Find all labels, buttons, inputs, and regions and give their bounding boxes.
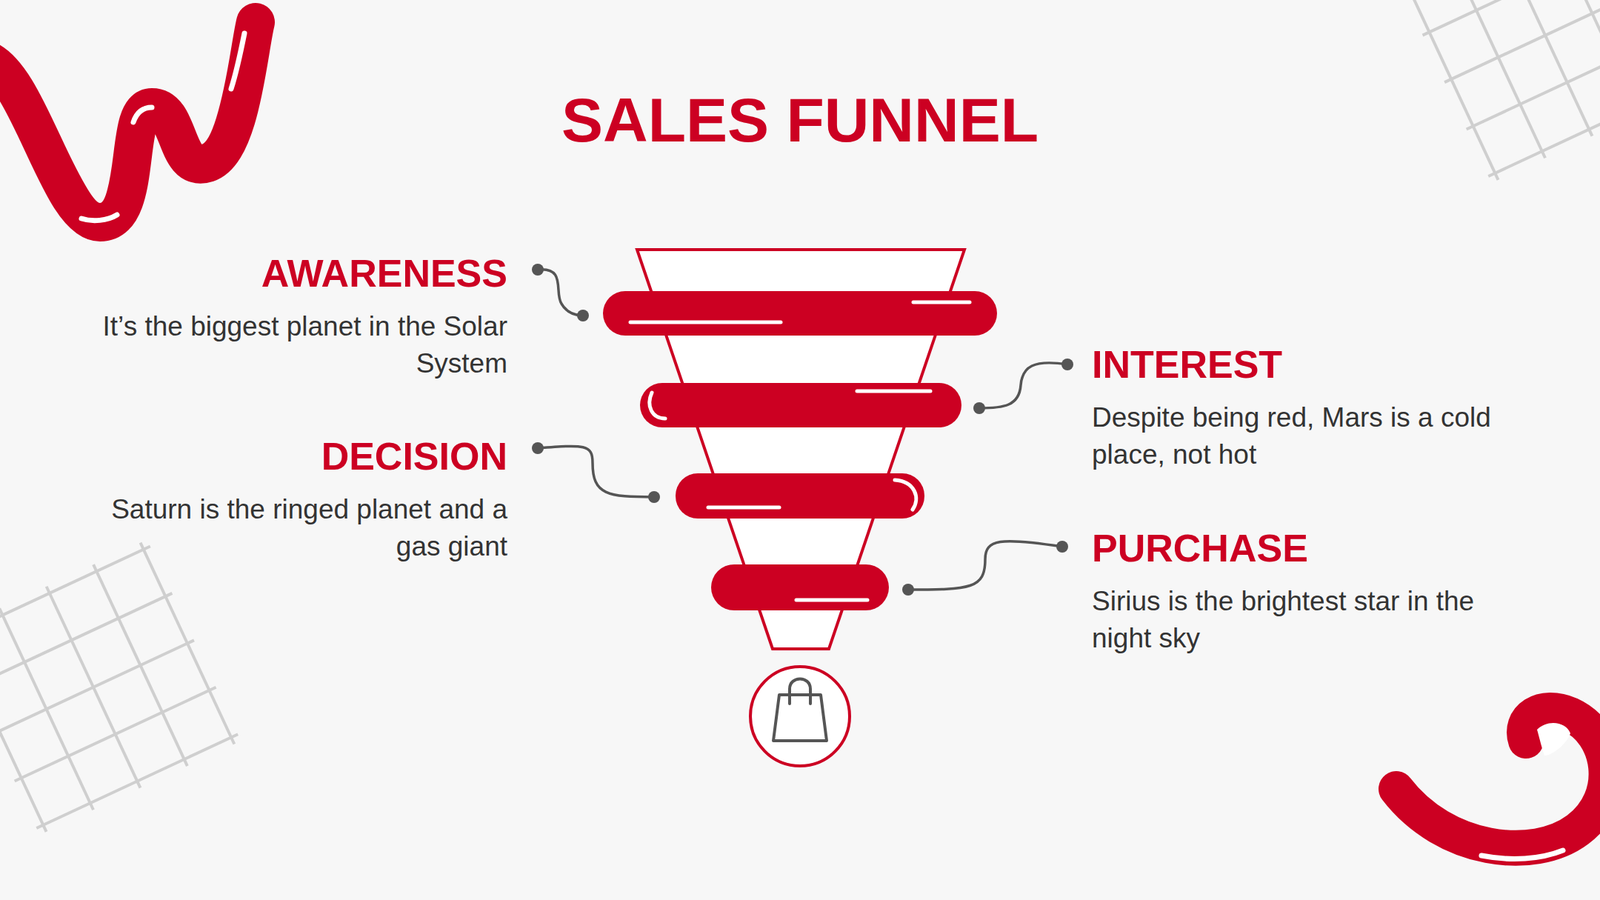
grid-line xyxy=(36,734,238,829)
highlight xyxy=(708,505,780,510)
stage-description: Despite being red, Mars is a cold place,… xyxy=(1091,399,1507,474)
grid-line xyxy=(1451,0,1546,158)
leader-lines xyxy=(537,269,1068,590)
funnel-bar xyxy=(711,564,889,611)
grid-line xyxy=(1444,0,1600,83)
funnel-bar xyxy=(640,382,962,428)
funnel-stage: AWARENESS It’s the biggest planet in the … xyxy=(92,251,508,383)
grid-line xyxy=(1545,0,1600,115)
stage-heading: INTEREST xyxy=(1091,342,1507,387)
funnel-stage: DECISION Saturn is the ringed planet and … xyxy=(92,434,508,566)
highlight xyxy=(1537,722,1571,756)
grid-line xyxy=(14,687,217,782)
highlight xyxy=(894,480,917,510)
highlight xyxy=(913,300,970,305)
highlight xyxy=(857,389,931,394)
funnel-stage: INTEREST Despite being red, Mars is a col… xyxy=(1091,342,1507,474)
leader-dots xyxy=(531,263,1074,596)
stage-heading: DECISION xyxy=(92,434,508,479)
grid-line xyxy=(1592,0,1600,92)
leader-dot xyxy=(648,491,660,503)
leader-dot xyxy=(1061,358,1074,371)
highlight xyxy=(81,214,118,221)
leader-dot xyxy=(973,402,986,415)
funnel-bar xyxy=(602,291,998,336)
funnel-stage: PURCHASE Sirius is the brightest star in … xyxy=(1091,525,1507,658)
bag-circle xyxy=(750,666,850,766)
bag-icon xyxy=(773,694,827,741)
grid-decoration xyxy=(0,539,241,835)
grid-line xyxy=(1466,35,1600,130)
highlight xyxy=(231,33,245,89)
highlight xyxy=(796,598,868,603)
stage-description: Sirius is the brightest star in the nigh… xyxy=(1091,582,1507,658)
squiggle-decoration xyxy=(0,22,256,223)
highlight xyxy=(1481,850,1563,859)
leader-line xyxy=(979,362,1068,409)
leader-line xyxy=(537,269,583,316)
leader-dot xyxy=(531,263,544,276)
leader-line xyxy=(908,541,1063,590)
grid-line xyxy=(140,542,235,745)
leader-dot xyxy=(902,583,915,596)
grid-line xyxy=(0,545,151,640)
leader-dot xyxy=(577,309,589,322)
stage-heading: AWARENESS xyxy=(92,251,508,296)
grid-line xyxy=(93,564,188,766)
swirl-decoration xyxy=(1396,710,1600,849)
stage-description: It’s the biggest planet in the Solar Sys… xyxy=(92,308,508,383)
slide-title: SALES FUNNEL xyxy=(0,82,1600,158)
leader-dot xyxy=(1056,540,1069,553)
grid-line xyxy=(1422,0,1600,36)
grid-decoration xyxy=(1397,0,1600,183)
highlight xyxy=(630,320,781,325)
highlight xyxy=(133,107,152,123)
funnel-bar xyxy=(675,473,925,519)
leader-line xyxy=(537,445,655,498)
grid-line xyxy=(1488,82,1600,177)
bag-handle xyxy=(789,679,811,705)
highlight xyxy=(649,392,666,419)
leader-dot xyxy=(531,442,544,455)
stage-description: Saturn is the ringed planet and a gas gi… xyxy=(92,491,508,566)
stage-heading: PURCHASE xyxy=(1091,525,1507,571)
